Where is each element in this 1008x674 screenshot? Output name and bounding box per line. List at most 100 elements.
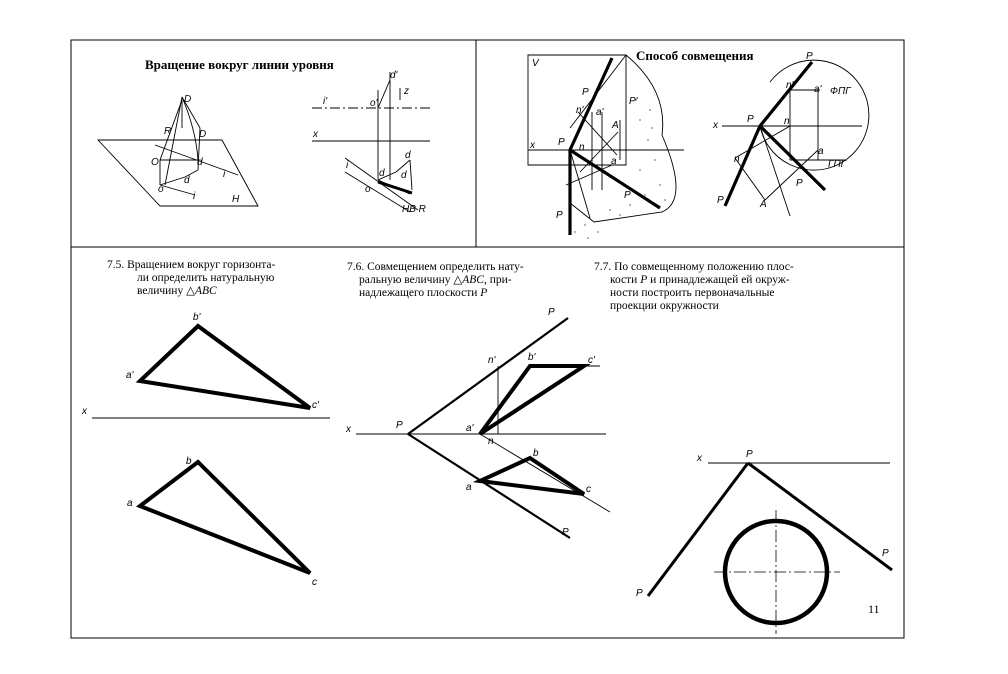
svg-text:n: n (488, 436, 494, 447)
svg-text:b': b' (193, 312, 202, 323)
task-76-drawing (356, 317, 611, 539)
task-75-word: величину (137, 285, 184, 297)
task-76-line3a: надлежащего плоскости (359, 287, 478, 299)
svg-text:x: x (696, 453, 703, 464)
svg-text:P: P (882, 548, 889, 559)
svg-text:ГПГ: ГПГ (828, 159, 848, 170)
svg-text:x: x (312, 129, 319, 140)
svg-text:x: x (712, 120, 719, 131)
svg-text:n: n (734, 154, 740, 165)
svg-text:d': d' (390, 70, 399, 81)
rotation-title: Вращение вокруг линии уровня (145, 57, 334, 72)
triangle-symbol: △ (453, 274, 463, 286)
combination-thick-lines (568, 57, 661, 235)
svg-text:z: z (403, 86, 409, 97)
svg-text:P: P (562, 527, 569, 538)
rotation-orthographic (312, 72, 430, 213)
svg-text:c: c (586, 484, 591, 495)
svg-text:n': n' (488, 355, 497, 366)
svg-text:R: R (164, 126, 171, 137)
task-76-line2b: , при- (483, 274, 512, 286)
combination-orthographic (722, 59, 870, 217)
svg-text:a: a (127, 498, 133, 509)
svg-text:ФПГ: ФПГ (830, 86, 852, 97)
svg-text:H: H (232, 194, 240, 205)
combination-stipple (574, 99, 666, 239)
svg-text:P: P (636, 588, 643, 599)
svg-text:d: d (184, 175, 190, 186)
combination-panel: Способ совмещения (527, 48, 870, 239)
task-77-labels: x P P P (636, 449, 889, 599)
combination-orthographic-labels: P n' a' ФПГ P n x n a ГПГ P P A (712, 51, 852, 210)
triangle-76-frontal (478, 364, 591, 436)
combination-perspective-sketch (527, 54, 684, 223)
task-77-line2: кости P и принадлежащей ей окруж- (594, 274, 794, 287)
task-75-line1: 7.5. Вращением вокруг горизонта- (107, 259, 276, 271)
svg-text:n: n (579, 142, 585, 153)
task-76-labels: x P P n' b' c' a' n b a c P (345, 307, 596, 538)
svg-text:i: i (193, 191, 196, 202)
svg-text:P: P (556, 210, 563, 221)
svg-text:P: P (548, 307, 555, 318)
svg-text:a: a (818, 146, 824, 157)
svg-text:i: i (346, 160, 349, 171)
task-76-line2a: ральную величину (359, 274, 451, 286)
svg-text:a': a' (126, 370, 135, 381)
triangle-76-horizontal (472, 455, 586, 496)
svg-text:O: O (151, 157, 159, 168)
combination-title: Способ совмещения (636, 48, 754, 63)
svg-text:P: P (558, 137, 565, 148)
triangle-symbol: △ (186, 285, 195, 297)
task-76-line3: надлежащего плоскости P (347, 287, 524, 300)
rotation-perspective-sketch (96, 96, 259, 207)
page-number: 11 (868, 602, 880, 616)
task-77-line2b: и принадлежащей ей окруж- (650, 274, 790, 286)
svg-text:o: o (158, 184, 164, 195)
task-77-line3: ности построить первоначальные (610, 287, 775, 299)
svg-text:d: d (379, 168, 385, 179)
task-76-entity: ABC (462, 274, 484, 286)
rotation-perspective-labels: D D R O d d o i i H (151, 94, 240, 205)
task-76-text: 7.6. Совмещением определить нату- ральну… (347, 261, 524, 300)
rotation-orthographic-labels: d' o' i' z x i d d d o HB R (312, 70, 426, 215)
svg-text:a: a (466, 482, 472, 493)
svg-text:x: x (529, 140, 536, 151)
svg-text:n': n' (576, 105, 585, 116)
task-76-line2: ральную величину △ABC, при- (347, 274, 524, 287)
svg-text:P: P (747, 114, 754, 125)
svg-text:P: P (582, 87, 589, 98)
svg-text:a': a' (466, 423, 475, 434)
task-75-line3: величину △ABC (107, 285, 275, 298)
task-77-drawing (646, 461, 893, 634)
svg-text:n: n (784, 116, 790, 127)
svg-text:b: b (186, 456, 192, 467)
svg-text:n': n' (786, 80, 795, 91)
svg-text:o': o' (370, 98, 379, 109)
rotation-hb-thick (377, 180, 413, 195)
svg-text:c': c' (312, 400, 320, 411)
svg-text:b: b (533, 448, 539, 459)
svg-text:P: P (624, 190, 631, 201)
svg-text:P: P (717, 195, 724, 206)
svg-text:HB R: HB R (402, 204, 426, 215)
task-75-text: 7.5. Вращением вокруг горизонта- ли опре… (107, 259, 275, 298)
svg-text:A: A (759, 199, 767, 210)
svg-text:i: i (223, 169, 226, 180)
combination-perspective-labels: V P P n' a' P' A n a x P P (529, 58, 639, 221)
rotation-panel: Вращение вокруг линии уровня D D R O d d… (96, 57, 430, 215)
combination-orthographic-thick (723, 60, 827, 207)
svg-text:A: A (611, 120, 619, 131)
svg-text:c': c' (588, 355, 596, 366)
svg-text:o: o (365, 184, 371, 195)
svg-text:P: P (806, 51, 813, 62)
svg-text:d: d (405, 150, 411, 161)
svg-text:d: d (401, 170, 407, 181)
svg-text:d: d (197, 157, 203, 168)
svg-text:D: D (199, 129, 206, 140)
task-75-drawing: x a' b' c' a b c (81, 312, 330, 588)
task-76-plane: P (480, 287, 488, 299)
task-77-text: 7.7. По совмещенному положению плос- кос… (594, 261, 794, 313)
task-77-line1: 7.7. По совмещенному положению плос- (594, 261, 794, 273)
triangle-abc-horizontal (135, 459, 312, 575)
